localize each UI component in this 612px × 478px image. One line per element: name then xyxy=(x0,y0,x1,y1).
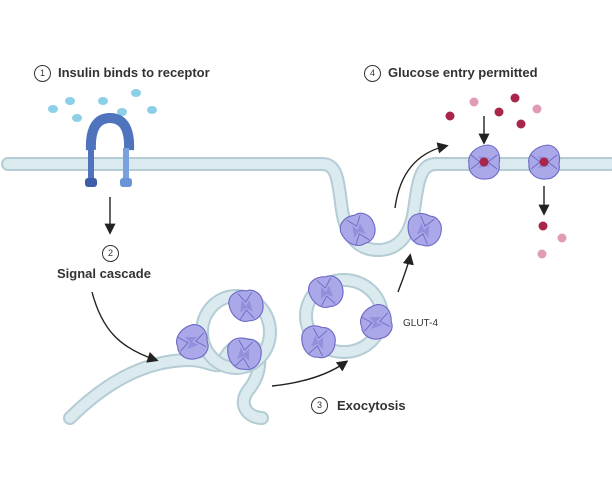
step-4-number: 4 xyxy=(364,65,381,82)
step-2-number: 2 xyxy=(102,245,119,262)
step-3-label: Exocytosis xyxy=(337,398,406,413)
arrow-middle-to-membrane xyxy=(397,253,414,293)
arrow-cascade-to-vesicle xyxy=(91,291,159,363)
step-1-number: 1 xyxy=(34,65,51,82)
step-2-label: Signal cascade xyxy=(57,266,151,281)
insulin-receptor xyxy=(85,112,135,187)
glut4-label: GLUT-4 xyxy=(403,318,439,329)
glucose-molecules xyxy=(445,93,567,259)
step-3-number: 3 xyxy=(311,397,328,414)
step-4-label: Glucose entry permitted xyxy=(388,65,538,80)
arrow-vesicle-to-middle xyxy=(271,360,349,387)
plasma-membrane xyxy=(1,157,612,258)
step-1-label: Insulin binds to receptor xyxy=(58,65,210,80)
arrow-exocytosis-up xyxy=(394,142,449,209)
